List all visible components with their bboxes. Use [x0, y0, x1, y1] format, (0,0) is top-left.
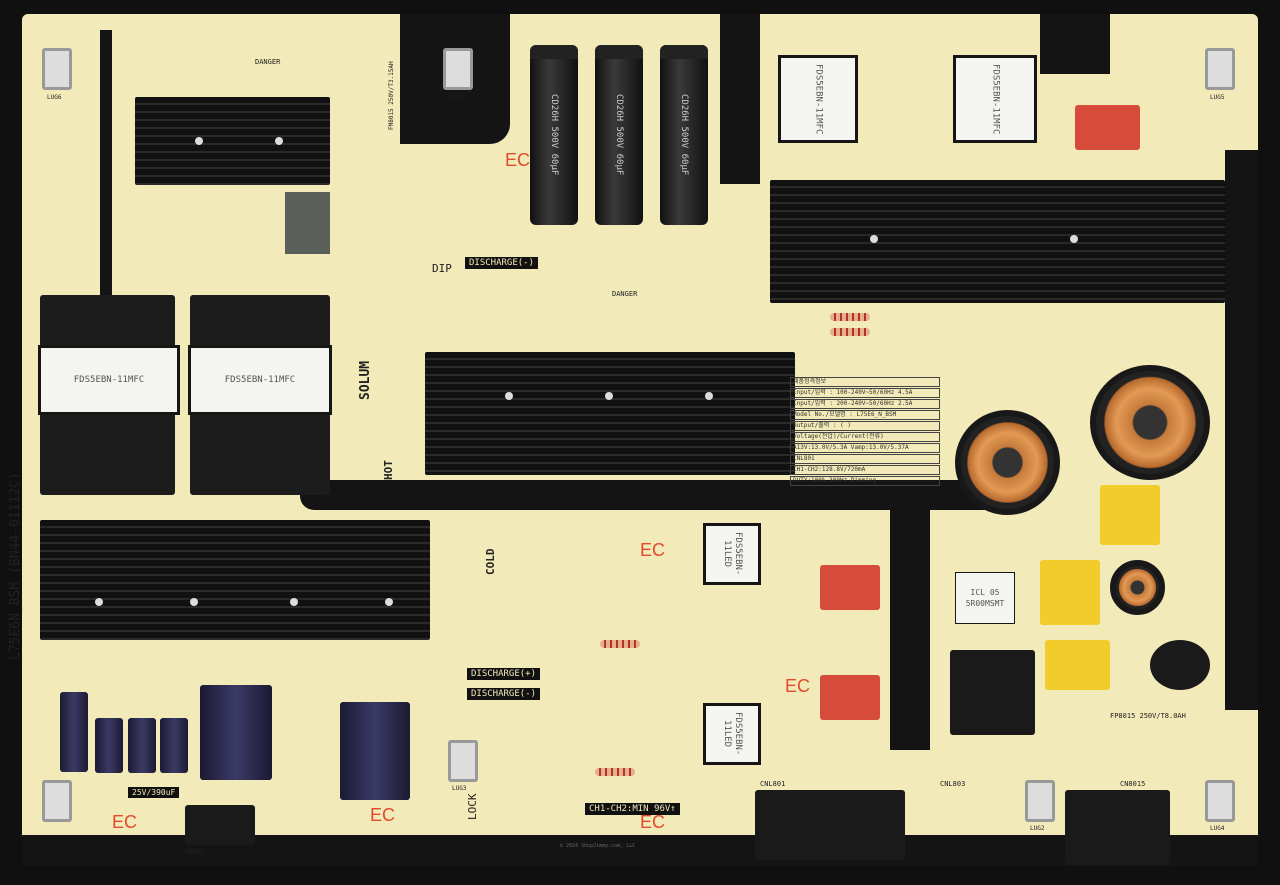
- spec-line: CH1-CH2:128.8V/720mA: [790, 465, 940, 475]
- resistor: [830, 328, 870, 336]
- spec-label: 제품정격정보 Input/입력 : 100-240V~50/60Hz 4.5A …: [790, 377, 940, 487]
- electrolytic-capacitor: [160, 718, 188, 773]
- ch-voltage-label: CH1-CH2:MIN 96V↑: [585, 803, 680, 815]
- ec-mark: EC: [785, 676, 811, 696]
- mounting-lug: [42, 48, 72, 90]
- lug-label: LUG1: [448, 94, 463, 101]
- electrolytic-capacitor-bank: [200, 685, 272, 780]
- hot-label: HOT: [382, 460, 395, 480]
- discharge-minus-label: DISCHARGE(-): [467, 688, 541, 700]
- mounting-lug: [443, 48, 473, 90]
- connector-label: CNL801: [760, 780, 786, 788]
- ec-mark: EC: [640, 540, 666, 560]
- electrolytic-capacitor: [95, 718, 123, 773]
- spec-line: 제품정격정보: [790, 377, 940, 387]
- model-label: L75E6N_BSM (BN44-01112C): [8, 472, 23, 660]
- ec-mark: EC: [505, 150, 531, 170]
- connector-cnm801[interactable]: [185, 805, 255, 845]
- trace: [100, 30, 112, 330]
- mounting-lug: [1205, 780, 1235, 822]
- x-capacitor: [1045, 640, 1110, 690]
- inrush-limiter: ICL 05 5R00MSMT: [955, 572, 1015, 624]
- heatsink: [770, 180, 1225, 303]
- heatsink: [40, 520, 430, 640]
- electrolytic-capacitor: [60, 692, 88, 772]
- bulk-capacitor: CD26H 500V 60μF: [530, 45, 578, 225]
- electrolytic-capacitor-bank: [340, 702, 410, 800]
- film-capacitor: [1075, 105, 1140, 150]
- trace: [1040, 14, 1110, 74]
- mounting-lug: [1205, 48, 1235, 90]
- fuse-label: FP8015 250V/T8.0AH: [1110, 712, 1186, 720]
- transformer-main: FDS5EBN-11MFC: [188, 345, 332, 415]
- heatsink: [135, 97, 330, 185]
- spec-line: A13V:13.0V/5.3A Vamp:13.0V/5.37A: [790, 443, 940, 453]
- ec-mark: EC: [112, 812, 138, 832]
- lug-label: LUG3: [452, 785, 467, 792]
- mounting-lug: [42, 780, 72, 822]
- danger-label: DANGER: [255, 58, 281, 66]
- lug-label: LUG6: [47, 94, 62, 101]
- mounting-lug: [448, 740, 478, 782]
- trace: [890, 500, 930, 750]
- trace: [720, 14, 760, 184]
- film-capacitor: [820, 675, 880, 720]
- varistor: [1150, 640, 1210, 690]
- heatsink: [425, 352, 795, 475]
- spec-line: CNL801: [790, 454, 940, 464]
- connector-cn8015[interactable]: [1065, 790, 1170, 865]
- bulk-capacitor: CD26H 500V 60μF: [660, 45, 708, 225]
- resistor: [600, 640, 640, 648]
- danger-label: DANGER: [612, 290, 638, 298]
- spec-line: DUTY:100%,300Hz,Dimming: [790, 476, 940, 486]
- spec-line: Model No./모델명 : L75E6_N_BSM: [790, 410, 940, 420]
- cap-rating-label: 25V/390uF: [128, 787, 180, 798]
- spec-line: Input/입력 : 100-240V~50/60Hz 4.5A: [790, 388, 940, 398]
- discharge-minus-label: DISCHARGE(-): [465, 257, 539, 269]
- mounting-lug: [1025, 780, 1055, 822]
- lug-label: LUG4: [1210, 825, 1225, 832]
- cold-label: COLD: [484, 548, 497, 576]
- x-capacitor: [1040, 560, 1100, 625]
- film-capacitor: [820, 565, 880, 610]
- lock-label: LOCK: [466, 793, 479, 821]
- transformer-led: FDS5EBN-11LED: [703, 523, 761, 585]
- connector-cnl801[interactable]: [755, 790, 905, 860]
- transformer-main: FDS5EBN-11MFC: [953, 55, 1037, 143]
- spec-line: Voltage(전압)/Current(전류): [790, 432, 940, 442]
- copyright: © 2024 ShopJimmy.com, LLC: [560, 843, 636, 849]
- discharge-plus-label: DISCHARGE(+): [467, 668, 541, 680]
- dip-label: DIP: [432, 262, 452, 275]
- resistor: [595, 768, 635, 776]
- transformer-led: FDS5EBN-11LED: [703, 703, 761, 765]
- connector-label: CNM801: [183, 848, 205, 855]
- toroid-inductor: [1090, 365, 1210, 480]
- ac-inlet-connector[interactable]: [950, 650, 1035, 735]
- resistor: [830, 313, 870, 321]
- spec-line: Output/출력 : ( ): [790, 421, 940, 431]
- x-capacitor: [1100, 485, 1160, 545]
- brand-label: SOLUM: [358, 360, 373, 400]
- common-mode-choke: [285, 192, 330, 254]
- lug-label: LUG5: [1210, 94, 1225, 101]
- electrolytic-capacitor: [128, 718, 156, 773]
- fuse-label-top: FM8015 250V/T3.15AH: [388, 61, 395, 130]
- ec-mark: EC: [640, 812, 666, 832]
- trace: [1225, 150, 1258, 710]
- connector-label: CNL803: [940, 780, 966, 788]
- lug-label: LUG2: [1030, 825, 1045, 832]
- transformer-main: FDS5EBN-11MFC: [778, 55, 858, 143]
- transformer-main: FDS5EBN-11MFC: [38, 345, 180, 415]
- spec-line: Input/입력 : 200-240V~50/60Hz 2.5A: [790, 399, 940, 409]
- bulk-capacitor: CD26H 500V 60μF: [595, 45, 643, 225]
- toroid-inductor: [1110, 560, 1165, 615]
- ec-mark: EC: [370, 805, 396, 825]
- connector-label: CN8015: [1120, 780, 1146, 788]
- toroid-inductor: [955, 410, 1060, 515]
